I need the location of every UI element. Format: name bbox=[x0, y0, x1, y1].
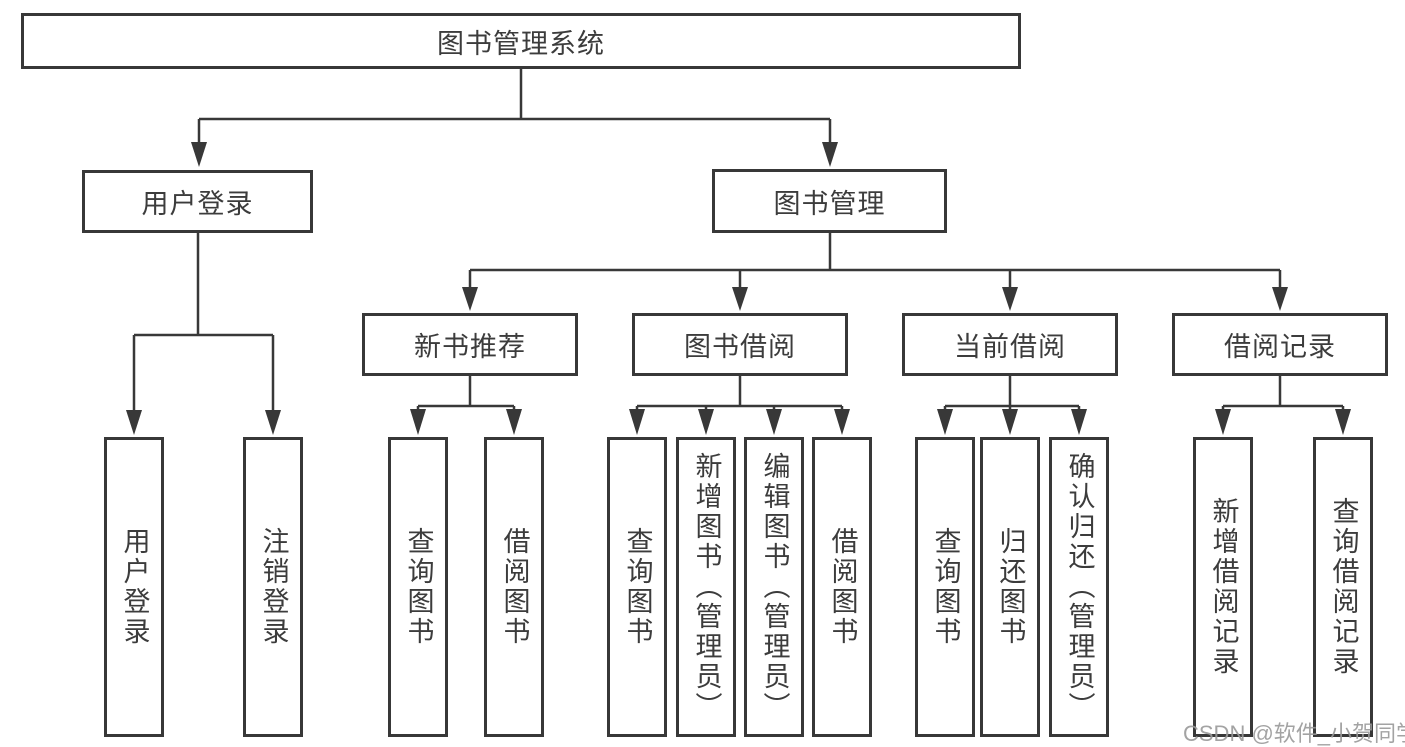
arrow-down-icon bbox=[1071, 409, 1087, 435]
leaf-label: 归还图书 bbox=[995, 527, 1026, 647]
arrow-down-icon bbox=[1002, 409, 1018, 435]
arrow-down-icon bbox=[937, 409, 953, 435]
node-label: 当前借阅 bbox=[954, 332, 1066, 362]
leaf-logout: 注销登录 bbox=[243, 437, 303, 737]
node-root-label: 图书管理系统 bbox=[437, 28, 605, 59]
arrow-down-icon bbox=[1272, 287, 1288, 311]
leaf-add-book-admin: 新增图书（管理员） bbox=[676, 437, 736, 737]
connector-path bbox=[132, 69, 1345, 411]
leaf-label: 借阅图书 bbox=[827, 527, 858, 647]
leaf-borrow-books: 借阅图书 bbox=[812, 437, 872, 737]
node-label: 用户登录 bbox=[141, 189, 254, 219]
node-label: 图书管理 bbox=[773, 188, 886, 219]
leaf-label: 确认归还（管理员） bbox=[1064, 452, 1095, 722]
leaf-query-books-recommend: 查询图书 bbox=[388, 437, 448, 737]
arrow-down-icon bbox=[698, 409, 714, 435]
arrow-down-icon bbox=[732, 287, 748, 311]
leaf-return-book: 归还图书 bbox=[980, 437, 1040, 737]
node-label: 图书借阅 bbox=[684, 332, 796, 362]
leaf-label: 查询图书 bbox=[622, 527, 653, 647]
leaf-label: 编辑图书（管理员） bbox=[759, 452, 790, 722]
leaf-label: 新增借阅记录 bbox=[1208, 497, 1239, 677]
arrow-down-icon bbox=[191, 142, 207, 167]
arrow-down-icon bbox=[822, 142, 838, 167]
node-user-login-branch: 用户登录 bbox=[82, 170, 313, 233]
node-book-management-branch: 图书管理 bbox=[712, 169, 947, 233]
leaf-label: 查询图书 bbox=[930, 527, 961, 647]
leaf-add-borrow-record: 新增借阅记录 bbox=[1193, 437, 1253, 737]
arrow-down-icon bbox=[766, 409, 782, 435]
node-book-borrow: 图书借阅 bbox=[632, 313, 848, 376]
node-label: 新书推荐 bbox=[414, 332, 526, 362]
arrow-down-icon bbox=[1002, 287, 1018, 311]
leaf-query-books-borrow: 查询图书 bbox=[607, 437, 667, 737]
arrow-down-icon bbox=[1335, 409, 1351, 435]
arrow-down-icon bbox=[462, 287, 478, 311]
leaf-label: 用户登录 bbox=[119, 527, 150, 647]
arrow-down-icon bbox=[834, 409, 850, 435]
leaf-edit-book-admin: 编辑图书（管理员） bbox=[744, 437, 804, 737]
leaf-label: 查询借阅记录 bbox=[1328, 497, 1359, 677]
leaf-confirm-return-admin: 确认归还（管理员） bbox=[1049, 437, 1109, 737]
node-borrow-records: 借阅记录 bbox=[1172, 313, 1388, 376]
leaf-label: 借阅图书 bbox=[499, 527, 530, 647]
leaf-borrow-books-recommend: 借阅图书 bbox=[484, 437, 544, 737]
arrow-down-icon bbox=[629, 409, 645, 435]
leaf-label: 注销登录 bbox=[258, 527, 289, 647]
arrow-down-icon bbox=[126, 410, 142, 435]
leaf-label: 查询图书 bbox=[403, 527, 434, 647]
leaf-label: 新增图书（管理员） bbox=[691, 452, 722, 722]
node-label: 借阅记录 bbox=[1224, 332, 1336, 362]
arrow-down-icon bbox=[506, 409, 522, 435]
arrow-down-icon bbox=[265, 410, 281, 435]
arrow-down-icon bbox=[410, 409, 426, 435]
arrowheads bbox=[126, 142, 1351, 435]
node-current-borrow: 当前借阅 bbox=[902, 313, 1118, 376]
leaf-query-books-current: 查询图书 bbox=[915, 437, 975, 737]
csdn-watermark: CSDN @软件_小贺同学 bbox=[1183, 721, 1405, 746]
node-new-book-recommend: 新书推荐 bbox=[362, 313, 578, 376]
leaf-user-login: 用户登录 bbox=[104, 437, 164, 737]
node-root: 图书管理系统 bbox=[21, 13, 1021, 69]
leaf-query-borrow-record: 查询借阅记录 bbox=[1313, 437, 1373, 737]
arrow-down-icon bbox=[1215, 409, 1231, 435]
